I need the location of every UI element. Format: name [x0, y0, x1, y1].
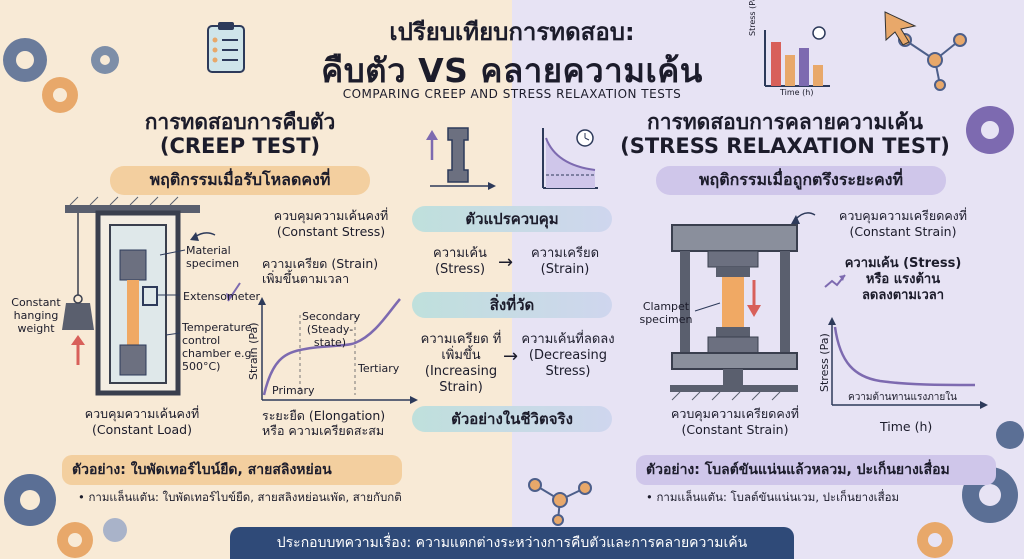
- molecule-icon: [898, 33, 967, 91]
- footer-banner: ประกอบบทความเรื่อง: ความแตกต่างระหว่างกา…: [230, 527, 794, 559]
- creep-strain-chart: [258, 297, 418, 404]
- molecule-icon: [528, 478, 592, 526]
- creep-example-box: ตัวอย่าง: ใบพัดเทอร์ไบน์ยืด, สายสลิงหย่อ…: [62, 455, 402, 485]
- relaxation-chart-annotation: ความต้านทานแรงภายใน: [848, 392, 957, 403]
- creep-title-en: (CREEP TEST): [159, 134, 321, 158]
- dogbone-specimen-icon: [426, 127, 496, 190]
- elongation-label-1: ระยะยืด (Elongation): [262, 408, 386, 423]
- control-variable-pill: ตัวแปรควบคุม: [412, 206, 612, 232]
- gear-icon: [3, 38, 47, 82]
- material-specimen-label: Material specimen: [186, 244, 240, 270]
- relaxation-title-th: การทดสอบการคลายความเค้น: [647, 110, 923, 134]
- relaxation-title-en: (STRESS RELAXATION TEST): [620, 134, 950, 158]
- relaxation-chart-xlabel: Time (h): [880, 419, 933, 434]
- gear-icon: [4, 474, 56, 526]
- creep-constant-load-th: ควบคุมความเค้นคงที่: [84, 406, 200, 421]
- relaxation-constant-strain-bottom-th: ควบคุมความเครียดคงที่: [670, 406, 800, 421]
- relaxation-example-box: ตัวอย่าง: โบลต์ขันแน่นแล้วหลวม, ปะเก็นยา…: [636, 455, 996, 485]
- relaxation-behavior-pill: พฤติกรรมเมื่อถูกตรึงระยะคงที่: [656, 166, 946, 195]
- relaxation-bullet-text: กามเเล็นแตัน: โบลต์ขันแน่นเวม, ปะเก็นยาง…: [656, 490, 900, 504]
- stress-decrease-label-3: ลดลงตามเวลา: [861, 288, 945, 303]
- creep-title-th: การทดสอบการคืบตัว: [144, 110, 336, 134]
- measured-pill: สิ่งที่วัด: [412, 292, 612, 318]
- gear-icon: [103, 518, 127, 542]
- increasing-strain-label: ความเครียด ที่เพิ่มขึ้น (Increasing Stra…: [420, 332, 502, 395]
- middle-stress-label: ความเค้น (Stress): [433, 246, 487, 277]
- gear-icon: [91, 46, 119, 74]
- decreasing-stress-label: ความเค้นที่ลดลง (Decreasing Stress): [521, 332, 615, 379]
- page-subtitle: COMPARING CREEP AND STRESS RELAXATION TE…: [342, 87, 682, 101]
- real-examples-pill: ตัวอย่างในชีวิตจริง: [412, 406, 612, 432]
- extensometer-label: Extensometer: [183, 290, 261, 303]
- gear-icon: [57, 522, 93, 558]
- relaxation-test-apparatus: [670, 212, 988, 409]
- mini-bar-chart-icon: [764, 26, 830, 87]
- stage-tertiary-label: Tertiary: [358, 362, 400, 375]
- relaxation-mini-chart-icon: [542, 128, 598, 189]
- relaxation-constant-strain-top-th: ควบคุมความเครียดคงที่: [838, 208, 968, 223]
- creep-bullet-text: กามเเล็นแตัน: ใบพัดเทอร์ไบข์ยืด, สายสลิง…: [88, 490, 402, 504]
- clipboard-icon: [207, 22, 245, 73]
- creep-behavior-pill: พฤติกรรมเมื่อรับโหลดคงที่: [110, 166, 370, 195]
- creep-constant-load-en: (Constant Load): [92, 422, 192, 437]
- stage-primary-label: Primary: [272, 384, 315, 397]
- creep-constant-stress-th: ควบคุมความเค้นคงที่: [273, 208, 389, 223]
- creep-bullet-item: • กามเเล็นแตัน: ใบพัดเทอร์ไบข์ยืด, สายสล…: [78, 490, 402, 504]
- stress-decrease-label-2: หรือ แรงต้าน: [865, 272, 941, 287]
- gear-icon: [42, 77, 78, 113]
- relaxation-chart-ylabel: Stress (Pa): [818, 333, 831, 392]
- cursor-icon: [884, 11, 917, 46]
- mini-chart-xlabel: Time (h): [780, 88, 814, 97]
- creep-chart-ylabel: Strain (Pa): [247, 322, 260, 380]
- relaxation-constant-strain-bottom-en: (Constant Strain): [681, 422, 789, 437]
- creep-test-apparatus: [62, 196, 418, 404]
- arrow-right-icon: →: [498, 252, 514, 273]
- constant-weight-label: Constant hanging weight: [11, 296, 61, 335]
- clamped-specimen-label: Clampet specimen: [639, 300, 693, 326]
- gear-icon: [917, 522, 953, 558]
- mini-chart-ylabel: Stress (Pa): [748, 0, 757, 36]
- stage-secondary-label: Secondary (Steady-state): [302, 310, 361, 349]
- temperature-chamber-label: Temperature control chamber e.g. 500°C): [182, 321, 255, 373]
- relaxation-stress-chart: [828, 317, 988, 409]
- relaxation-constant-strain-top-en: (Constant Strain): [849, 224, 957, 239]
- gear-icon: [966, 106, 1014, 154]
- relaxation-bullet-item: • กามเเล็นแตัน: โบลต์ขันแน่นเวม, ปะเก็นย…: [646, 490, 900, 504]
- elongation-label-2: หรือ ความเครียดสะสม: [262, 423, 385, 438]
- page-title-line2: คืบตัว VS คลายความเค้น: [321, 51, 703, 90]
- stress-decrease-label-1: ความเค้น (Stress): [844, 256, 962, 271]
- strain-increase-label-2: เพิ่มขึ้นตามเวลา: [262, 271, 350, 286]
- arrow-right-icon: →: [503, 346, 519, 367]
- strain-increase-label-1: ความเครียด (Strain): [262, 256, 379, 271]
- page-title-line1: เปรียบเทียบการทดสอบ:: [389, 18, 635, 46]
- middle-strain-label: ความเครียด (Strain): [530, 246, 600, 277]
- gear-icon: [996, 421, 1024, 449]
- creep-constant-stress-en: (Constant Stress): [276, 224, 386, 239]
